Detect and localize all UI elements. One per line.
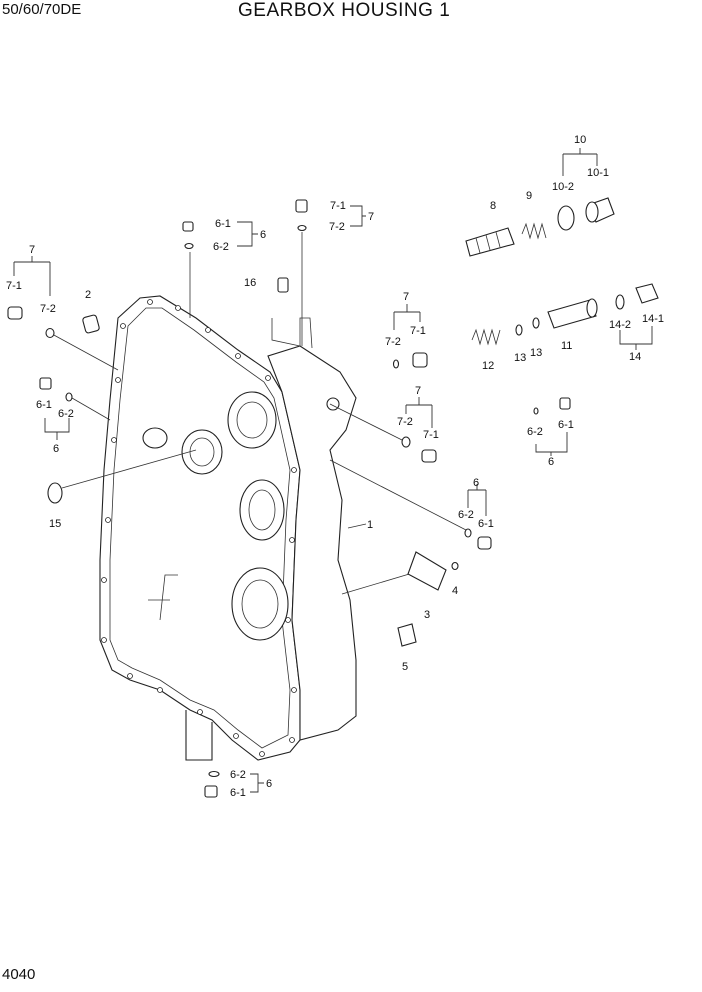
leader-lines <box>51 232 467 595</box>
callout-13a: 13 <box>514 352 526 364</box>
callout-11: 11 <box>561 340 572 352</box>
callout-top-6: 6 <box>260 229 266 241</box>
callout-5: 5 <box>402 661 408 673</box>
callout-right-6-1: 6-1 <box>558 419 574 431</box>
callout-right-6-2: 6-2 <box>527 426 543 438</box>
model-code: 50/60/70DE <box>2 1 82 18</box>
callout-left-7: 7 <box>29 244 35 256</box>
callout-13b: 13 <box>530 347 542 359</box>
callout-right-6: 6 <box>548 456 554 468</box>
callout-14: 14 <box>629 351 641 363</box>
callout-2: 2 <box>85 289 91 301</box>
page-title: GEARBOX HOUSING 1 <box>238 0 451 21</box>
callout-labels: 1 2 3 4 5 8 9 11 12 13 13 15 16 10 10-2 … <box>6 134 664 799</box>
callout-top-7: 7 <box>368 211 374 223</box>
small-parts <box>7 199 571 798</box>
callout-16: 16 <box>244 277 256 289</box>
callout-1: 1 <box>367 519 373 531</box>
callout-mid-7a-2: 7-2 <box>385 336 401 348</box>
callout-3: 3 <box>424 609 430 621</box>
callout-12: 12 <box>482 360 494 372</box>
callout-mid-7b: 7 <box>415 385 421 397</box>
callout-10-2: 10-2 <box>552 181 574 193</box>
flange-bolt-holes <box>101 299 297 757</box>
callout-mid-7a: 7 <box>403 291 409 303</box>
page-number: 4040 <box>2 966 36 983</box>
callout-left-6-2: 6-2 <box>58 408 74 420</box>
callout-mid-6-1: 6-1 <box>478 518 494 530</box>
callout-mid-6: 6 <box>473 477 479 489</box>
callout-8: 8 <box>490 200 496 212</box>
callout-top-6-1: 6-1 <box>215 218 231 230</box>
callout-left-6-1: 6-1 <box>36 399 52 411</box>
callout-bottom-6: 6 <box>266 778 272 790</box>
gearbox-housing <box>99 295 357 761</box>
valve-parts <box>465 197 659 346</box>
callout-left-7-1: 7-1 <box>6 280 22 292</box>
callout-mid-7b-2: 7-2 <box>397 416 413 428</box>
callout-14-2: 14-2 <box>609 319 631 331</box>
callout-left-7-2: 7-2 <box>40 303 56 315</box>
callout-mid-7b-1: 7-1 <box>423 429 439 441</box>
callout-top-6-2: 6-2 <box>213 241 229 253</box>
group-brackets <box>13 148 653 793</box>
callout-14-1: 14-1 <box>642 313 664 325</box>
callout-bottom-6-2: 6-2 <box>230 769 246 781</box>
callout-top-7-2: 7-2 <box>329 221 345 233</box>
callout-top-7-1: 7-1 <box>330 200 346 212</box>
callout-10: 10 <box>574 134 586 146</box>
callout-mid-7a-1: 7-1 <box>410 325 426 337</box>
callout-10-1: 10-1 <box>587 167 609 179</box>
callout-4: 4 <box>452 585 458 597</box>
housing-bores <box>142 391 340 641</box>
callout-15: 15 <box>49 518 61 530</box>
callout-mid-6-2: 6-2 <box>458 509 474 521</box>
callout-9: 9 <box>526 190 532 202</box>
callout-bottom-6-1: 6-1 <box>230 787 246 799</box>
callout-left-6: 6 <box>53 443 59 455</box>
